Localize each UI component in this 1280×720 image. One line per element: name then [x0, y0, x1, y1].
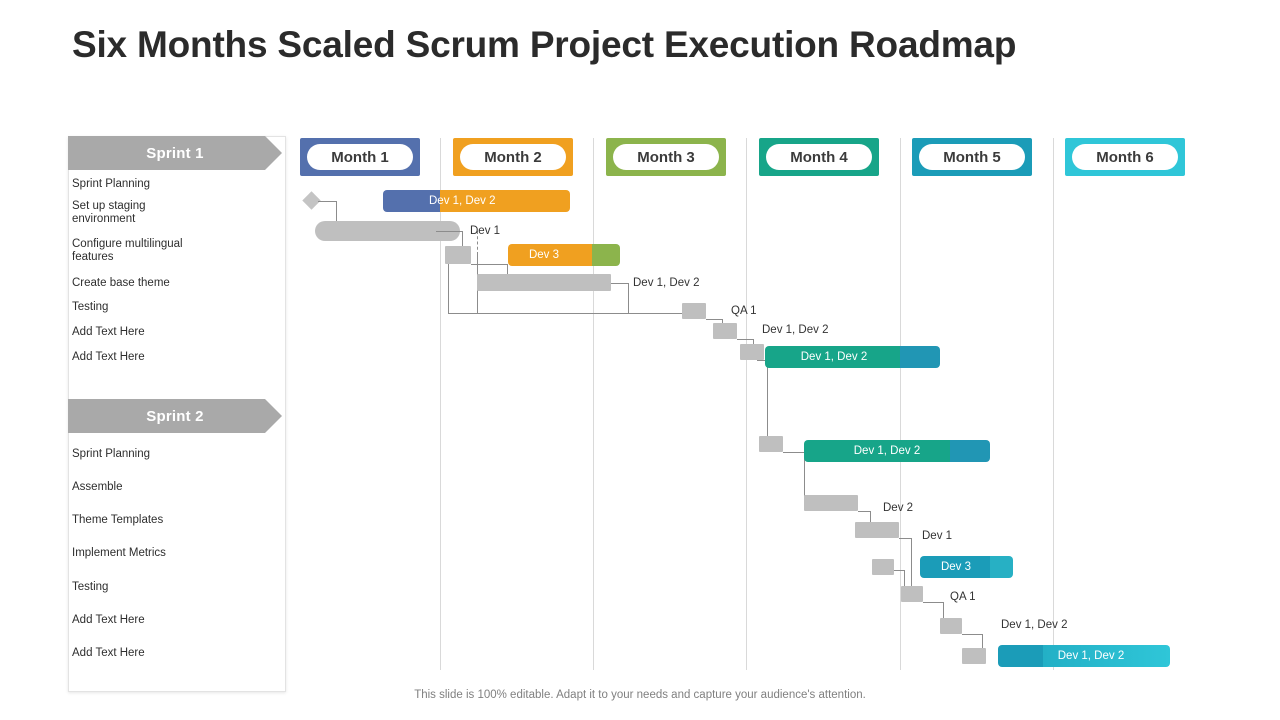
- connector: [448, 313, 682, 314]
- task-item[interactable]: Configure multilingual features: [72, 238, 183, 263]
- sprint-header-2[interactable]: Sprint 2: [68, 399, 282, 433]
- connector: [899, 538, 911, 539]
- task-item[interactable]: Theme Templates: [72, 514, 164, 526]
- task-bar[interactable]: [315, 221, 460, 241]
- connector: [757, 360, 767, 361]
- connector: [507, 264, 508, 283]
- task-bar[interactable]: [759, 436, 783, 452]
- task-bar[interactable]: Dev 3: [508, 244, 620, 266]
- gridline-month-3-4: [746, 138, 747, 670]
- gridline-month-1-2: [440, 138, 441, 670]
- gridline-month-4-5: [900, 138, 901, 670]
- task-item[interactable]: Add Text Here: [72, 647, 145, 659]
- task-item[interactable]: Add Text Here: [72, 614, 145, 626]
- month-header-6[interactable]: Month 6: [1065, 138, 1185, 176]
- task-item[interactable]: Assemble: [72, 481, 123, 493]
- page-title: Six Months Scaled Scrum Project Executio…: [72, 24, 1017, 65]
- connector: [611, 283, 628, 284]
- task-bar-label: Dev 1, Dev 2: [633, 277, 700, 289]
- month-header-4-label: Month 4: [766, 144, 872, 170]
- connector: [477, 231, 478, 255]
- task-bar-label: Dev 2: [883, 502, 914, 514]
- task-bar[interactable]: [872, 559, 894, 575]
- sprint-header-1[interactable]: Sprint 1: [68, 136, 282, 170]
- gridline-month-5-6: [1053, 138, 1054, 670]
- task-bar[interactable]: Dev 1, Dev 2: [383, 190, 570, 212]
- task-bar[interactable]: [940, 618, 962, 634]
- task-item[interactable]: Implement Metrics: [72, 547, 166, 559]
- task-bar-label: Dev 1, Dev 2: [762, 324, 829, 336]
- month-header-5[interactable]: Month 5: [912, 138, 1032, 176]
- task-bar-label: Dev 1, Dev 2: [1001, 619, 1068, 631]
- task-item[interactable]: Sprint Planning: [72, 448, 150, 460]
- task-bar[interactable]: Dev 1, Dev 2: [998, 645, 1170, 667]
- task-bar[interactable]: [682, 303, 706, 319]
- connector: [462, 231, 463, 255]
- connector: [767, 352, 768, 438]
- task-bar[interactable]: [740, 344, 764, 360]
- connector: [436, 231, 462, 232]
- connector: [471, 264, 507, 265]
- footer-note: This slide is 100% editable. Adapt it to…: [414, 689, 866, 701]
- month-header-2[interactable]: Month 2: [453, 138, 573, 176]
- task-bar[interactable]: [901, 586, 923, 602]
- task-bar[interactable]: Dev 3: [920, 556, 1013, 578]
- connector: [448, 264, 449, 313]
- connector: [753, 339, 754, 346]
- connector: [336, 201, 337, 230]
- month-header-3[interactable]: Month 3: [606, 138, 726, 176]
- task-bar-label: QA 1: [950, 591, 976, 603]
- task-item[interactable]: Sprint Planning: [72, 178, 150, 190]
- month-header-1-label: Month 1: [307, 144, 413, 170]
- month-header-3-label: Month 3: [613, 144, 719, 170]
- month-header-2-label: Month 2: [460, 144, 566, 170]
- connector: [904, 570, 905, 592]
- month-header-5-label: Month 5: [919, 144, 1025, 170]
- task-item[interactable]: Create base theme: [72, 277, 170, 289]
- connector: [783, 452, 804, 453]
- connector: [911, 538, 912, 591]
- task-bar-label: QA 1: [731, 305, 757, 317]
- connector: [318, 201, 336, 202]
- connector: [943, 602, 944, 618]
- connector: [628, 283, 629, 313]
- task-item[interactable]: Set up staging environment: [72, 200, 146, 225]
- month-header-1[interactable]: Month 1: [300, 138, 420, 176]
- connector: [870, 511, 871, 522]
- connector: [706, 319, 722, 320]
- connector: [982, 634, 983, 650]
- task-bar[interactable]: [962, 648, 986, 664]
- task-bar[interactable]: [804, 495, 858, 511]
- connector: [737, 339, 753, 340]
- gridline-month-2-3: [593, 138, 594, 670]
- month-header-4[interactable]: Month 4: [759, 138, 879, 176]
- connector: [894, 570, 904, 571]
- connector: [804, 452, 805, 503]
- month-header-6-label: Month 6: [1072, 144, 1178, 170]
- sprint-header-1-label: Sprint 1: [146, 144, 204, 162]
- task-bar[interactable]: Dev 1, Dev 2: [765, 346, 940, 368]
- task-bar-label: Dev 1: [922, 530, 953, 542]
- task-item[interactable]: Testing: [72, 581, 109, 593]
- task-bar-label: Dev 1: [470, 225, 501, 237]
- task-bar[interactable]: [713, 323, 737, 339]
- task-bar[interactable]: [445, 246, 471, 264]
- connector: [858, 511, 870, 512]
- task-bar[interactable]: [855, 522, 899, 538]
- connector: [962, 634, 982, 635]
- connector: [923, 602, 943, 603]
- connector: [722, 319, 723, 325]
- task-item[interactable]: Add Text Here: [72, 351, 145, 363]
- sprint-header-2-label: Sprint 2: [146, 407, 204, 425]
- task-item[interactable]: Testing: [72, 301, 109, 313]
- task-bar[interactable]: [477, 274, 611, 291]
- task-bar[interactable]: Dev 1, Dev 2: [804, 440, 990, 462]
- task-item[interactable]: Add Text Here: [72, 326, 145, 338]
